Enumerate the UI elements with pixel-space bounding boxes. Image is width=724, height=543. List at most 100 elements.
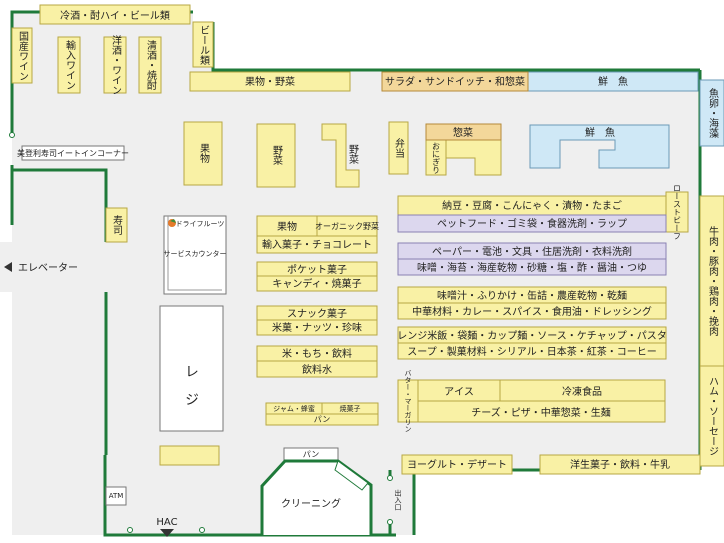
service-counter-outline [167,216,222,291]
label-sengyo-top: 鮮 魚 [598,75,628,88]
label-cleaning: クリーニング [281,497,341,510]
label-butter: バター・マーガリン [404,370,412,433]
label-deguchi: 出入口 [394,489,402,511]
dry-fruit-icon [168,219,176,227]
label-miso: 味噌・海苔・海産乾物・砂糖・塩・酢・醤油・つゆ [417,261,647,274]
label-pan-corner: パン [303,450,319,459]
label-kokusan-wine: 国産ワイン [17,31,29,81]
shelf-gyoran [699,79,724,147]
label-yoshu-wine: 洋酒・ワイン [110,34,122,95]
label-sengyo-island: 鮮 魚 [585,126,615,139]
label-snack: スナック菓子 [287,308,347,320]
label-yakigashi: 焼菓子 [340,404,361,413]
shelf-niku [699,195,724,367]
label-sushi: 寿司 [111,214,123,235]
label-organic: オーガニック野菜 [315,221,379,231]
label-niku: 牛肉・豚肉・鶏肉・挽肉 [707,225,719,336]
label-chuka: 中華材料・カレー・スパイス・食用油・ドレッシング [412,305,652,318]
label-jam: ジャム・蜂蜜 [273,404,315,413]
shelf-beer [192,21,214,68]
shelf-sozai-top [425,123,502,141]
label-atm: ATM [109,492,124,500]
label-yunyu-kashi: 輸入菓子・チョコレート [262,238,372,251]
label-yunyu-wine: 輸入ワイン [64,39,76,90]
shelf-roast-beef [665,191,689,233]
label-yogurt: ヨーグルト・デザート [407,458,507,471]
label-yasai-1: 野菜 [271,145,283,166]
shelf-ham [699,365,724,467]
shelf-bento [388,121,409,175]
label-gyoran: 魚卵・海藻 [707,87,719,139]
label-cheese: チーズ・ピザ・中華惣菜・生麺 [471,406,611,419]
label-kudamono: 果物 [198,143,210,164]
shelf-miso [397,258,667,276]
shelf-yoshu-wine [103,36,127,94]
label-beer: ビール類 [198,25,210,66]
label-seishu: 清酒・焼酎 [145,39,157,90]
register-area [159,305,224,432]
shelf-sengyo-island [529,124,670,169]
label-reito: 冷凍食品 [562,385,602,398]
elevator-corridor [0,242,106,292]
shelf-yunyu-wine [57,36,81,94]
shelf-pan-shelf [265,413,379,426]
label-hac: HAC [156,517,177,528]
shelf-yogurt [401,454,513,475]
shelf-kabutsu-yasai [189,71,351,92]
shelf-seishu [138,36,162,94]
label-natto: 納豆・豆腐・こんにゃく・漬物・たまご [442,199,622,212]
shelf-kudamono [183,121,223,186]
label-dry-fruit: ドライフルーツ [176,220,225,228]
service-counter [163,215,227,295]
label-ham: ハム・ソーセージ [707,376,719,456]
label-yasai-2: 野菜 [347,144,359,165]
label-kabutsu-yasai: 果物・野菜 [245,75,295,88]
label-yogashi: 洋生菓子・飲料・牛乳 [570,458,670,471]
hac-arrow-icon [160,529,174,537]
shelf-water [256,360,378,378]
label-pocket: ポケット菓子 [287,264,347,276]
label-ice: アイス [444,387,474,398]
label-soup: スープ・製菓材料・シリアル・日本茶・紅茶・コーヒー [407,345,656,358]
label-kabutsu2: 果物 [277,220,297,233]
label-reishu: 冷酒・酎ハイ・ビール類 [60,9,170,22]
label-regi: レ ジ [183,364,199,406]
label-candy: キャンディ・焼菓子 [272,277,361,290]
label-sushi-corner: 美登利寿司イートインコーナー [17,148,129,158]
shelf-reishu [39,4,191,25]
shelf-candy [256,275,378,292]
blue-shelves [527,71,724,169]
shelf-cheese [417,400,666,423]
wall-markers [9,132,393,533]
purple-shelves [397,214,667,276]
shelf-soup [397,342,667,360]
yellow-shelves [11,4,724,475]
orange-shelves [381,71,529,141]
label-sozai: 惣菜 [453,126,473,139]
label-water: 飲料水 [302,363,332,376]
shelf-yogashi [539,454,701,475]
shelf-yunyu-kashi [256,235,378,254]
labels: 冷酒・酎ハイ・ビール類 国産ワイン 輸入ワイン 洋酒・ワイン 清酒・焼酎 ビール… [17,9,719,528]
label-misoshiru: 味噌汁・ふりかけ・缶詰・農産乾物・乾麺 [437,289,627,302]
cleaning-door [334,460,369,491]
atm-box [105,486,127,506]
shelf-yasai-2 [321,123,360,188]
label-roast-beef: ローストビーフ [673,184,682,240]
shelf-salad [381,71,529,92]
shelf-beika [256,319,378,336]
label-onigiri: おにぎり [432,142,441,174]
shelf-chuka [397,302,667,320]
shelf-misc [159,445,220,466]
shelf-kokusan-wine [11,27,33,84]
label-elevator: エレベーター [18,262,78,274]
label-range: レンジ米飯・袋麺・カップ麺・ソース・ケチャップ・パスタ [397,329,666,342]
label-kome: 米・もち・飲料 [282,347,352,360]
sushi-corner-sign [21,145,125,161]
label-pan-shelf: パン [314,415,330,424]
label-petfood: ペットフード・ゴミ袋・食器洗剤・ラップ [437,217,627,230]
label-bento: 弁当 [393,137,405,159]
elevator-arrow-icon [4,262,12,272]
white-blocks [21,145,339,506]
